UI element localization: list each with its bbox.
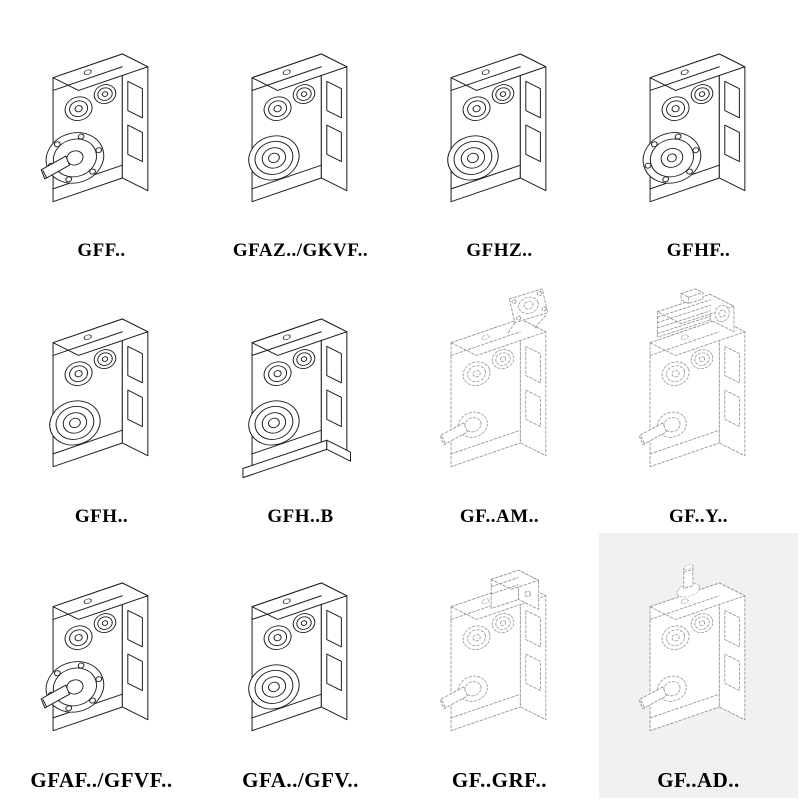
model-label: GFHF..: [666, 240, 731, 262]
catalog-cell-gfa-gfv: GFA../GFV..: [201, 533, 400, 798]
gearbox-flange-shaft-drawing: [2, 533, 201, 768]
model-label: GF..GRF..: [451, 768, 548, 792]
gearbox-flange-holes-drawing: [599, 2, 798, 240]
catalog-cell-gfhf: GFHF..: [599, 2, 798, 267]
catalog-cell-gf-ad: GF..AD..: [599, 532, 798, 798]
model-label: GFAZ../GKVF..: [232, 240, 369, 262]
catalog-cell-gfaf-gfvf: GFAF../GFVF..: [2, 533, 201, 798]
model-label: GF..Y..: [668, 505, 729, 527]
model-label: GFH..: [74, 505, 129, 527]
model-label: GFA../GFV..: [242, 768, 359, 792]
model-label: GF..AD..: [657, 768, 740, 792]
gearbox-flange-shaft-drawing: [2, 2, 201, 240]
catalog-cell-gfh-b: GFH..B: [201, 267, 400, 532]
gearbox-hollow-bore-drawing: [201, 533, 400, 768]
gearbox-hollow-bore-drawing: [2, 267, 201, 505]
catalog-cell-gfhz: GFHZ..: [400, 2, 599, 267]
gearbox-with-motor-drawing: [599, 267, 798, 505]
gearbox-gear-adapter-drawing: [400, 533, 599, 768]
catalog-cell-gf-y: GF..Y..: [599, 267, 798, 532]
gearbox-hollow-bore-drawing: [201, 2, 400, 240]
model-label: GFF..: [77, 240, 126, 262]
gearbox-input-shaft-adapter-drawing: [599, 533, 798, 768]
catalog-cell-gff: GFF..: [2, 2, 201, 267]
catalog-cell-gfaz-gkvf: GFAZ../GKVF..: [201, 2, 400, 267]
catalog-cell-gf-grf: GF..GRF..: [400, 533, 599, 798]
model-label: GFAF../GFVF..: [30, 768, 173, 792]
model-label: GFHZ..: [466, 240, 533, 262]
gearbox-hollow-bore-drawing: [400, 2, 599, 240]
model-label: GFH..B: [267, 505, 334, 527]
gearbox-iec-adapter-flange-drawing: [400, 267, 599, 505]
model-label: GF..AM..: [459, 505, 540, 527]
gearbox-hollow-bore-foot-drawing: [201, 267, 400, 505]
catalog-cell-gf-am: GF..AM..: [400, 267, 599, 532]
catalog-cell-gfh: GFH..: [2, 267, 201, 532]
